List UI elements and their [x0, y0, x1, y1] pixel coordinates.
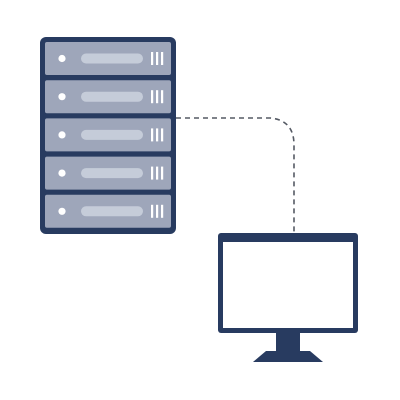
- status-light-icon: [58, 169, 66, 177]
- vent-bar: [161, 204, 164, 218]
- status-light-icon: [58, 131, 66, 139]
- vent-bar: [161, 166, 164, 180]
- drive-slot: [81, 129, 143, 140]
- monitor-stand-base: [253, 351, 323, 362]
- server-unit: [45, 80, 171, 114]
- status-light-icon: [58, 93, 66, 101]
- vent-bar: [151, 204, 154, 218]
- monitor-stand-neck: [276, 333, 300, 353]
- drive-slot: [81, 91, 143, 102]
- drive-slot: [81, 206, 143, 217]
- server-unit: [45, 118, 171, 152]
- server-rack-icon: [40, 37, 176, 234]
- drive-slot: [81, 53, 143, 64]
- vent-bar: [156, 204, 159, 218]
- status-light-icon: [58, 207, 66, 215]
- vent-bar: [161, 128, 164, 142]
- vent-bar: [161, 52, 164, 65]
- desktop-monitor-icon: [218, 233, 358, 362]
- dashed-connection-line: [176, 117, 295, 236]
- drive-slot: [81, 168, 143, 179]
- vent-bar: [151, 166, 154, 180]
- vent-bar: [156, 166, 159, 180]
- vent-bar: [151, 128, 154, 142]
- vent-bar: [151, 52, 154, 65]
- status-light-icon: [58, 54, 66, 63]
- vent-bar: [156, 128, 159, 142]
- server-unit: [45, 194, 171, 228]
- vent-bar: [156, 52, 159, 65]
- vent-bar: [156, 90, 159, 104]
- server-unit: [45, 156, 171, 190]
- vent-bar: [151, 90, 154, 104]
- server-unit: [45, 42, 171, 75]
- vent-bar: [161, 90, 164, 104]
- monitor-screen: [223, 242, 353, 328]
